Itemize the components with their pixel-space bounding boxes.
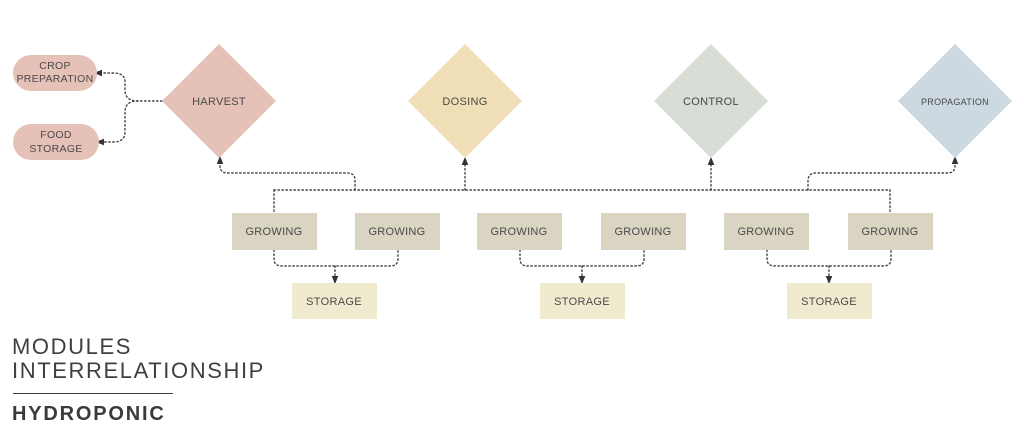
module-label: HARVEST <box>192 96 246 108</box>
diagram-title-line1: MODULES <box>12 334 132 359</box>
growing-box <box>848 213 933 250</box>
storage-label: STORAGE <box>801 296 857 308</box>
module-diamond <box>898 44 1012 158</box>
connector-lines <box>93 69 959 285</box>
module-label: CONTROL <box>683 96 739 108</box>
growing-label: GROWING <box>861 226 918 238</box>
output-label-line2: STORAGE <box>29 143 82 155</box>
output-pill <box>13 55 97 91</box>
module-diamond <box>408 44 522 158</box>
connector-bus-to-harvest <box>216 155 356 191</box>
storage-unit-2: STORAGE <box>540 283 625 319</box>
diagram-title-line2: INTERRELATIONSHIP <box>12 358 265 383</box>
growing-box <box>724 213 809 250</box>
output-label-line2: PREPARATION <box>16 73 93 85</box>
storage-label: STORAGE <box>306 296 362 308</box>
module-harvest: HARVEST <box>162 44 276 158</box>
module-label: DOSING <box>442 96 487 108</box>
module-dosing: DOSING <box>408 44 522 158</box>
storage-unit-1: STORAGE <box>292 283 377 319</box>
growing-unit-5: GROWING <box>724 213 809 250</box>
connector-harvest-to-crop-preparation <box>93 69 163 102</box>
module-label: PROPAGATION <box>921 97 989 107</box>
growing-label: GROWING <box>490 226 547 238</box>
growing-unit-6: GROWING <box>848 213 933 250</box>
growing-unit-2: GROWING <box>355 213 440 250</box>
growing-unit-1: GROWING <box>232 213 317 250</box>
connector-growing-pair-1-to-storage-1 <box>273 249 399 267</box>
output-pill <box>13 124 99 160</box>
module-control: CONTROL <box>654 44 768 158</box>
connector-bus-to-propagation <box>807 155 959 191</box>
growing-box <box>601 213 686 250</box>
storage-box <box>787 283 872 319</box>
growing-box <box>355 213 440 250</box>
module-propagation: PROPAGATION <box>898 44 1012 158</box>
output-label-line1: CROP <box>39 60 71 72</box>
growing-box <box>232 213 317 250</box>
growing-label: GROWING <box>368 226 425 238</box>
storage-unit-3: STORAGE <box>787 283 872 319</box>
module-diamond <box>162 44 276 158</box>
growing-label: GROWING <box>245 226 302 238</box>
growing-box <box>477 213 562 250</box>
output-crop-preparation: CROP PREPARATION <box>13 55 97 91</box>
connector-harvest-to-food-storage <box>95 100 139 146</box>
connector-growing-pair-3-to-storage-3 <box>766 249 892 267</box>
growing-unit-3: GROWING <box>477 213 562 250</box>
title-divider <box>13 393 173 394</box>
module-diamond <box>654 44 768 158</box>
output-food-storage: FOOD STORAGE <box>13 124 99 160</box>
connector-growing-pair-2-to-storage-2 <box>519 249 645 267</box>
diagram-subtitle: HYDROPONIC <box>12 403 166 425</box>
storage-label: STORAGE <box>554 296 610 308</box>
output-label-line1: FOOD <box>40 129 72 141</box>
growing-label: GROWING <box>737 226 794 238</box>
growing-label: GROWING <box>614 226 671 238</box>
storage-box <box>292 283 377 319</box>
growing-unit-4: GROWING <box>601 213 686 250</box>
storage-box <box>540 283 625 319</box>
